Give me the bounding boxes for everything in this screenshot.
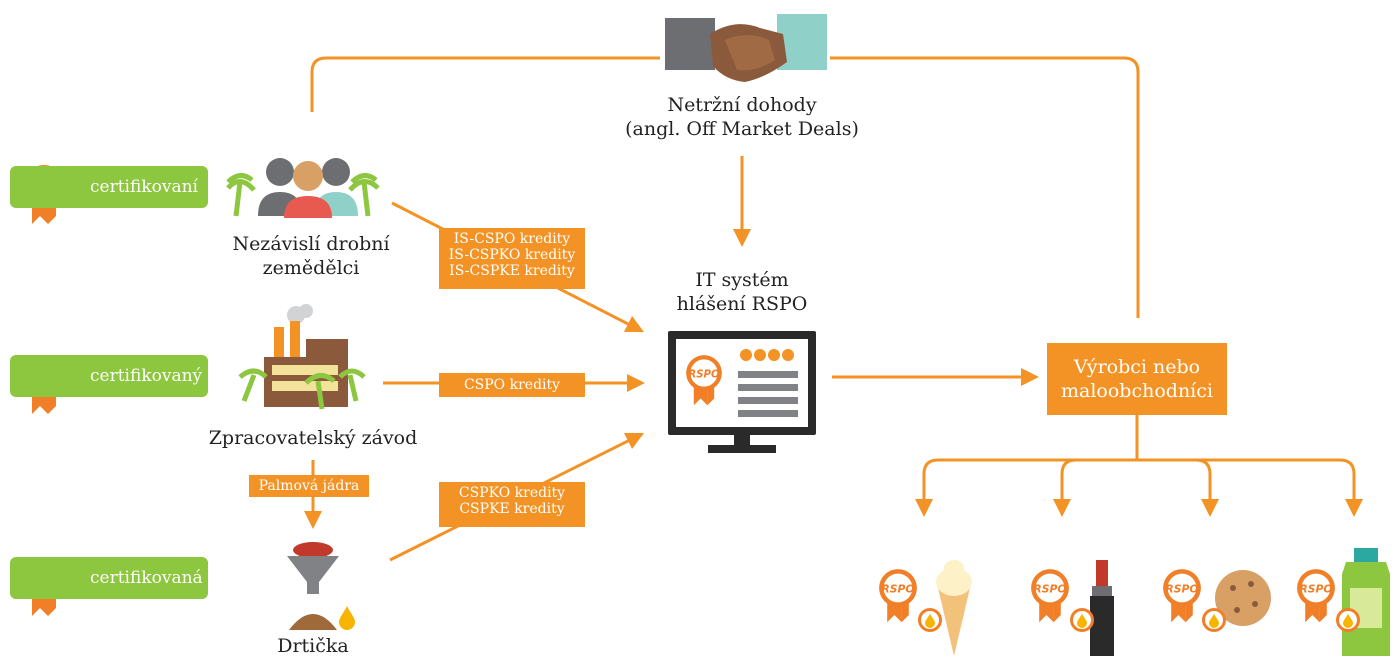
funnel-icon [287,542,355,630]
farmers-icon [226,158,380,218]
badge-label: certifikovaný [90,366,203,386]
badge-certified-crusher: certifikovaná [10,557,208,599]
detergent-icon [1342,548,1390,656]
crusher-credits-tag: CSPKO kredity CSPKE kredity [439,482,585,527]
badge-certified-smallholders: certifikovaní [10,166,208,208]
factory-icon [238,304,366,410]
it-system-label: IT systém hlášení RSPO [676,269,808,315]
arrow-offmarket-right [830,56,1140,318]
manufacturers-box: Výrobci nebo maloobchodníci [1047,343,1227,415]
handshake-icon [665,14,827,82]
smallholder-credits-tag: IS-CSPO kredity IS-CSPKO kredity IS-CSPK… [439,228,585,289]
arrow-offmarket-left [310,56,660,112]
smallholders-label: Nezávislí drobní zemědělci [232,233,390,279]
lipstick-icon [1090,560,1114,656]
cookie-icon [1215,570,1271,626]
badge-label: certifikovaná [90,568,203,588]
monitor-icon [668,331,816,453]
product-medal-1 [879,569,942,632]
mill-credits-tag: CSPO kredity [439,373,585,397]
ice-cream-icon [936,560,972,656]
crusher-label: Drtička [277,635,349,657]
badge-label: certifikovaní [90,177,198,197]
offmarket-label: Netržní dohody (angl. Off Market Deals) [625,94,859,140]
badge-certified-mill: certifikovaný [10,355,208,397]
product-medal-2 [1031,569,1094,632]
kernels-tag: Palmová jádra [249,475,369,497]
mill-label: Zpracovatelský závod [208,427,418,449]
